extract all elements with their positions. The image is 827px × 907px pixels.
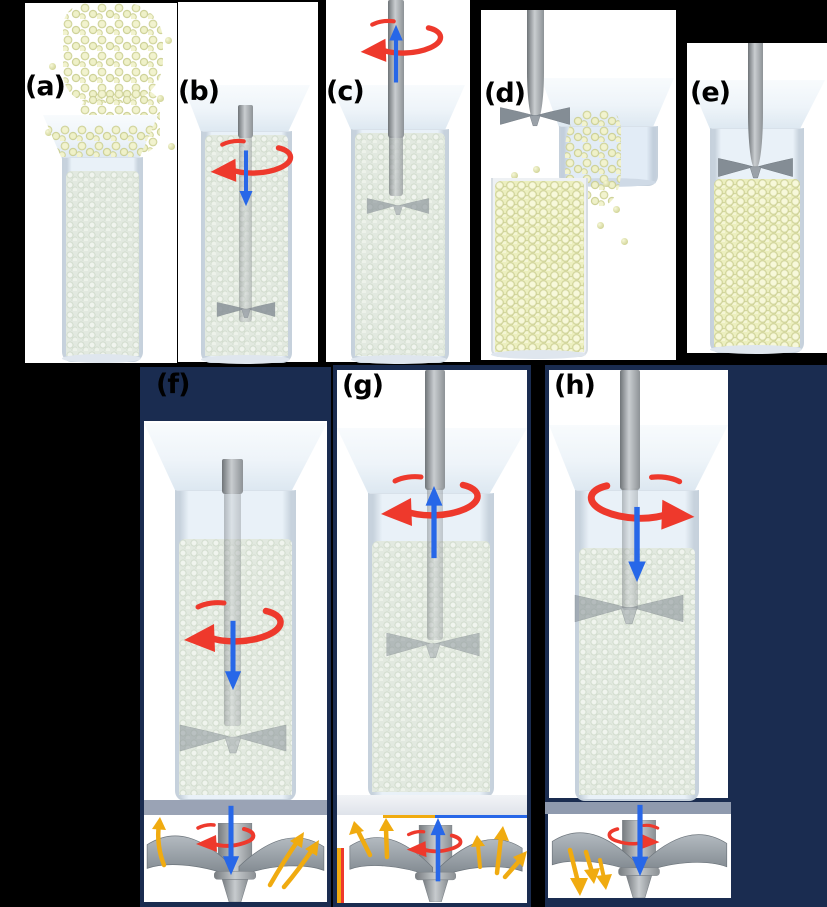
particle-fill [495,181,584,352]
funnel [43,115,158,159]
particle-dot [49,63,56,70]
panel-f-content [144,421,327,801]
shaft-in-bed [224,493,241,726]
panel-b: (b) [178,2,318,364]
panel-f: (f) [140,367,331,907]
shaft-in-bed [239,136,252,322]
shaft [748,43,763,168]
panel-a: (a) [25,3,177,363]
panel-h: (h) [545,365,827,907]
panel-h-content: (h) [549,370,728,801]
down-arrow-icon [237,149,255,207]
particle-dot [597,222,604,229]
base-plate [337,795,527,815]
cylinder [575,490,699,801]
cylinder-base [351,355,447,364]
panel-d-label: (d) [484,78,526,109]
particle-dot [603,180,610,187]
red-line [341,848,344,903]
panel-g-label: (g) [342,370,384,401]
particle-fill [66,171,139,356]
cylinder-base [62,354,141,363]
particle-dot [613,206,620,213]
impeller-icon [717,151,794,184]
down-arrow-icon [630,803,650,877]
particle-fill [579,548,695,795]
down-arrow-icon [221,804,241,876]
panel-f-label: (f) [156,369,190,400]
up-arrow-icon [424,485,444,560]
base-plate [144,800,327,815]
particle-dot [157,95,164,102]
particles-in-funnel [43,125,158,159]
panel-e: (e) [687,43,827,354]
panel-c: (c) [326,0,470,364]
panel-h-label: (h) [554,370,596,401]
particle-fill [372,541,490,792]
particle-dot [533,166,540,173]
force-arrows-yellow [567,847,612,896]
particle-dot [45,129,52,136]
cylinder-base [710,345,802,354]
particle-dot [621,238,628,245]
impeller-icon [366,190,430,222]
cylinder-base [491,350,586,359]
impeller-icon [178,721,288,755]
up-arrow-icon [387,24,405,84]
shaft [238,105,253,138]
panel-e-label: (e) [690,77,731,108]
down-arrow-icon [627,505,647,583]
down-arrow-icon [223,619,243,691]
particle-fill [714,179,800,347]
panel-b-label: (b) [178,76,220,107]
particle-dot [165,37,172,44]
particle-dot [511,172,518,179]
force-arrows-yellow [349,818,527,880]
panel-g-blade-inset [337,815,527,903]
cylinder-base [201,355,290,364]
blue-line [435,815,527,818]
panel-c-label: (c) [326,76,365,107]
panel-a-label: (a) [25,71,66,102]
cylinder [62,157,143,362]
force-arrows-yellow [152,817,319,890]
shaft-in-bed [427,488,443,640]
panel-d: (d) [481,10,676,360]
yellow-line [337,848,341,903]
falling-particle-stream [63,3,163,103]
shaft [620,370,640,490]
shaft [222,459,243,494]
particle-dot [168,143,175,150]
collection-cylinder [491,178,588,357]
panel-g: (g) [333,365,531,907]
shaft [527,10,544,122]
particle-fill [355,133,445,356]
impeller-icon [385,628,481,661]
panel-g-content: (g) [337,370,527,903]
cylinder [351,129,449,363]
impeller-icon [573,591,685,626]
impeller-icon [216,293,276,326]
yellow-line [383,815,435,818]
shaft [425,370,445,490]
shaft-in-bed [389,136,403,196]
